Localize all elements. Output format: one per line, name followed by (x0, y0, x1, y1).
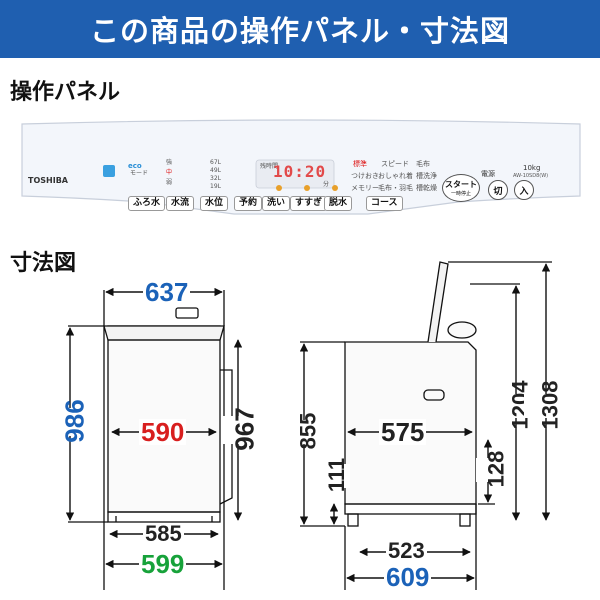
lcd-unit: 分 (323, 181, 330, 188)
course-button[interactable]: コース (366, 196, 403, 211)
water-level-3: 32L (210, 175, 221, 182)
power-on-button[interactable]: 入 (514, 180, 534, 200)
water-level-4: 19L (210, 183, 221, 190)
course-tub-dry: 槽乾燥 (416, 184, 437, 192)
eco-icon (103, 165, 115, 177)
dim-height-left: 986 (59, 399, 90, 443)
dim-base-width: 585 (143, 521, 184, 546)
model-number: AW-10SD8(W) (513, 173, 549, 179)
panel-heading: 操作パネル (10, 80, 121, 105)
panel-outline (21, 119, 581, 215)
course-speed: スピード (381, 160, 409, 168)
dim-side-height: 855 (295, 412, 321, 450)
dim-depth: 575 (379, 417, 427, 447)
brand-logo: TOSHIBA (28, 176, 68, 185)
dim-foot-width: 599 (139, 549, 187, 579)
timer-button[interactable]: 予約 (234, 196, 263, 211)
water-flow-button[interactable]: 水流 (166, 196, 195, 211)
start-label: スタート (445, 180, 477, 189)
level-strong: 強 (166, 159, 173, 166)
dim-base-depth: 523 (386, 538, 427, 563)
eco-sub: モード (130, 170, 149, 177)
rinse-indicator (304, 185, 310, 191)
level-mid: 中 (166, 169, 173, 176)
dim-top-width: 637 (143, 277, 191, 307)
course-memory: メモリー (351, 184, 379, 192)
side-view (344, 261, 477, 527)
title-banner: この商品の操作パネル・寸法図 (0, 0, 600, 58)
power-label: 電源 (481, 170, 495, 178)
course-blanket-down: 毛布・羽毛 (378, 184, 413, 192)
rinse-button[interactable]: すすぎ (290, 196, 328, 211)
water-level-2: 49L (210, 167, 221, 174)
wash-indicator (276, 185, 282, 191)
start-button[interactable]: スタート 一時停止 (442, 174, 480, 202)
capacity-label: 10kg (523, 164, 541, 172)
dim-total-depth: 609 (384, 562, 432, 592)
level-weak: 弱 (166, 179, 173, 186)
spin-indicator (332, 185, 338, 191)
course-standard: 標準 (353, 160, 367, 168)
water-level-button[interactable]: 水位 (200, 196, 229, 211)
dim-lid-open-total: 1308 (537, 380, 563, 430)
dimensions-heading: 寸法図 (10, 251, 77, 276)
power-off-button[interactable]: 切 (488, 180, 508, 200)
start-sub-label: 一時停止 (450, 191, 471, 197)
spin-button[interactable]: 脱水 (324, 196, 353, 211)
course-tub-wash: 槽洗浄 (416, 172, 437, 180)
dim-base-height: 111 (324, 457, 350, 493)
course-delicate: おしゃれ着 (378, 172, 413, 180)
lcd-display: 10:20 (273, 162, 327, 181)
front-view (103, 307, 233, 523)
dim-height-right: 967 (229, 407, 260, 451)
lcd-label: 残時間 (260, 163, 279, 170)
bath-water-button[interactable]: ふろ水 (128, 196, 166, 211)
control-panel: TOSHIBA eco モード 強 中 弱 67L 49L 32L 19L 残時… (18, 118, 584, 216)
dim-side-gap: 128 (483, 450, 509, 488)
course-blanket: 毛布 (416, 160, 430, 168)
course-soak: つけおき (351, 172, 379, 180)
banner-title: この商品の操作パネル・寸法図 (89, 14, 510, 48)
eco-label: eco (128, 162, 142, 170)
wash-button[interactable]: 洗い (262, 196, 291, 211)
dim-inner-width: 590 (139, 417, 187, 447)
water-level-1: 67L (210, 159, 221, 166)
